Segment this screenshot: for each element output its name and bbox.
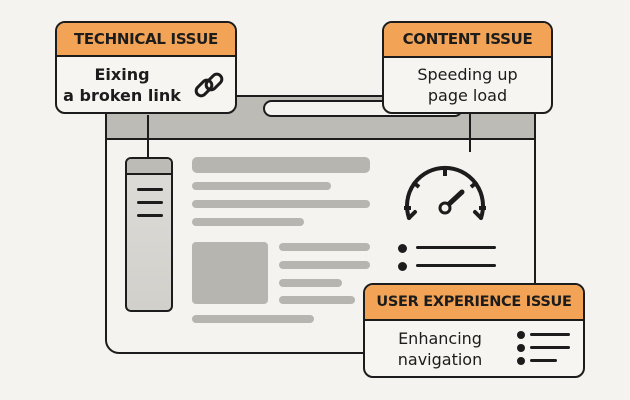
list-bullet [398,244,407,253]
menu-line [137,188,163,191]
placeholder-line [192,182,331,190]
placeholder-line [279,279,342,287]
callout-text-line2: a broken link [63,86,181,105]
placeholder-line [279,261,370,269]
menu-line [137,214,163,217]
callout-content-issue: CONTENT ISSUE Speeding up page load [382,21,553,114]
speedometer-icon [404,165,486,220]
placeholder-line [279,243,370,251]
list-icon [517,329,577,373]
callout-title: TECHNICAL ISSUE [57,23,235,57]
callout-ux-issue: USER EXPERIENCE ISSUE Enhancing navigati… [363,283,585,378]
placeholder-line [192,218,304,226]
callout-technical-issue: TECHNICAL ISSUE Eixing a broken link [55,21,237,114]
callout-title: USER EXPERIENCE ISSUE [365,285,583,321]
placeholder-line [279,296,355,304]
connector-content [469,112,471,152]
connector-technical [147,115,149,159]
sidebar-header [127,159,171,175]
placeholder-line [192,315,314,323]
link-icon [194,72,224,98]
list-bullet [398,262,407,271]
placeholder-heading [192,157,370,173]
menu-line [137,201,163,204]
placeholder-image [192,242,268,304]
callout-text-line1: Eixing [94,65,150,84]
list-line [416,264,496,267]
placeholder-line [192,200,370,208]
callout-text-line2: page load [427,86,508,105]
callout-text-line2: navigation [397,350,483,369]
list-line [416,246,496,249]
callout-text-line1: Speeding up [417,65,518,84]
sidebar-panel [125,157,173,312]
callout-text-line1: Enhancing [398,329,482,348]
callout-title: CONTENT ISSUE [384,23,551,58]
